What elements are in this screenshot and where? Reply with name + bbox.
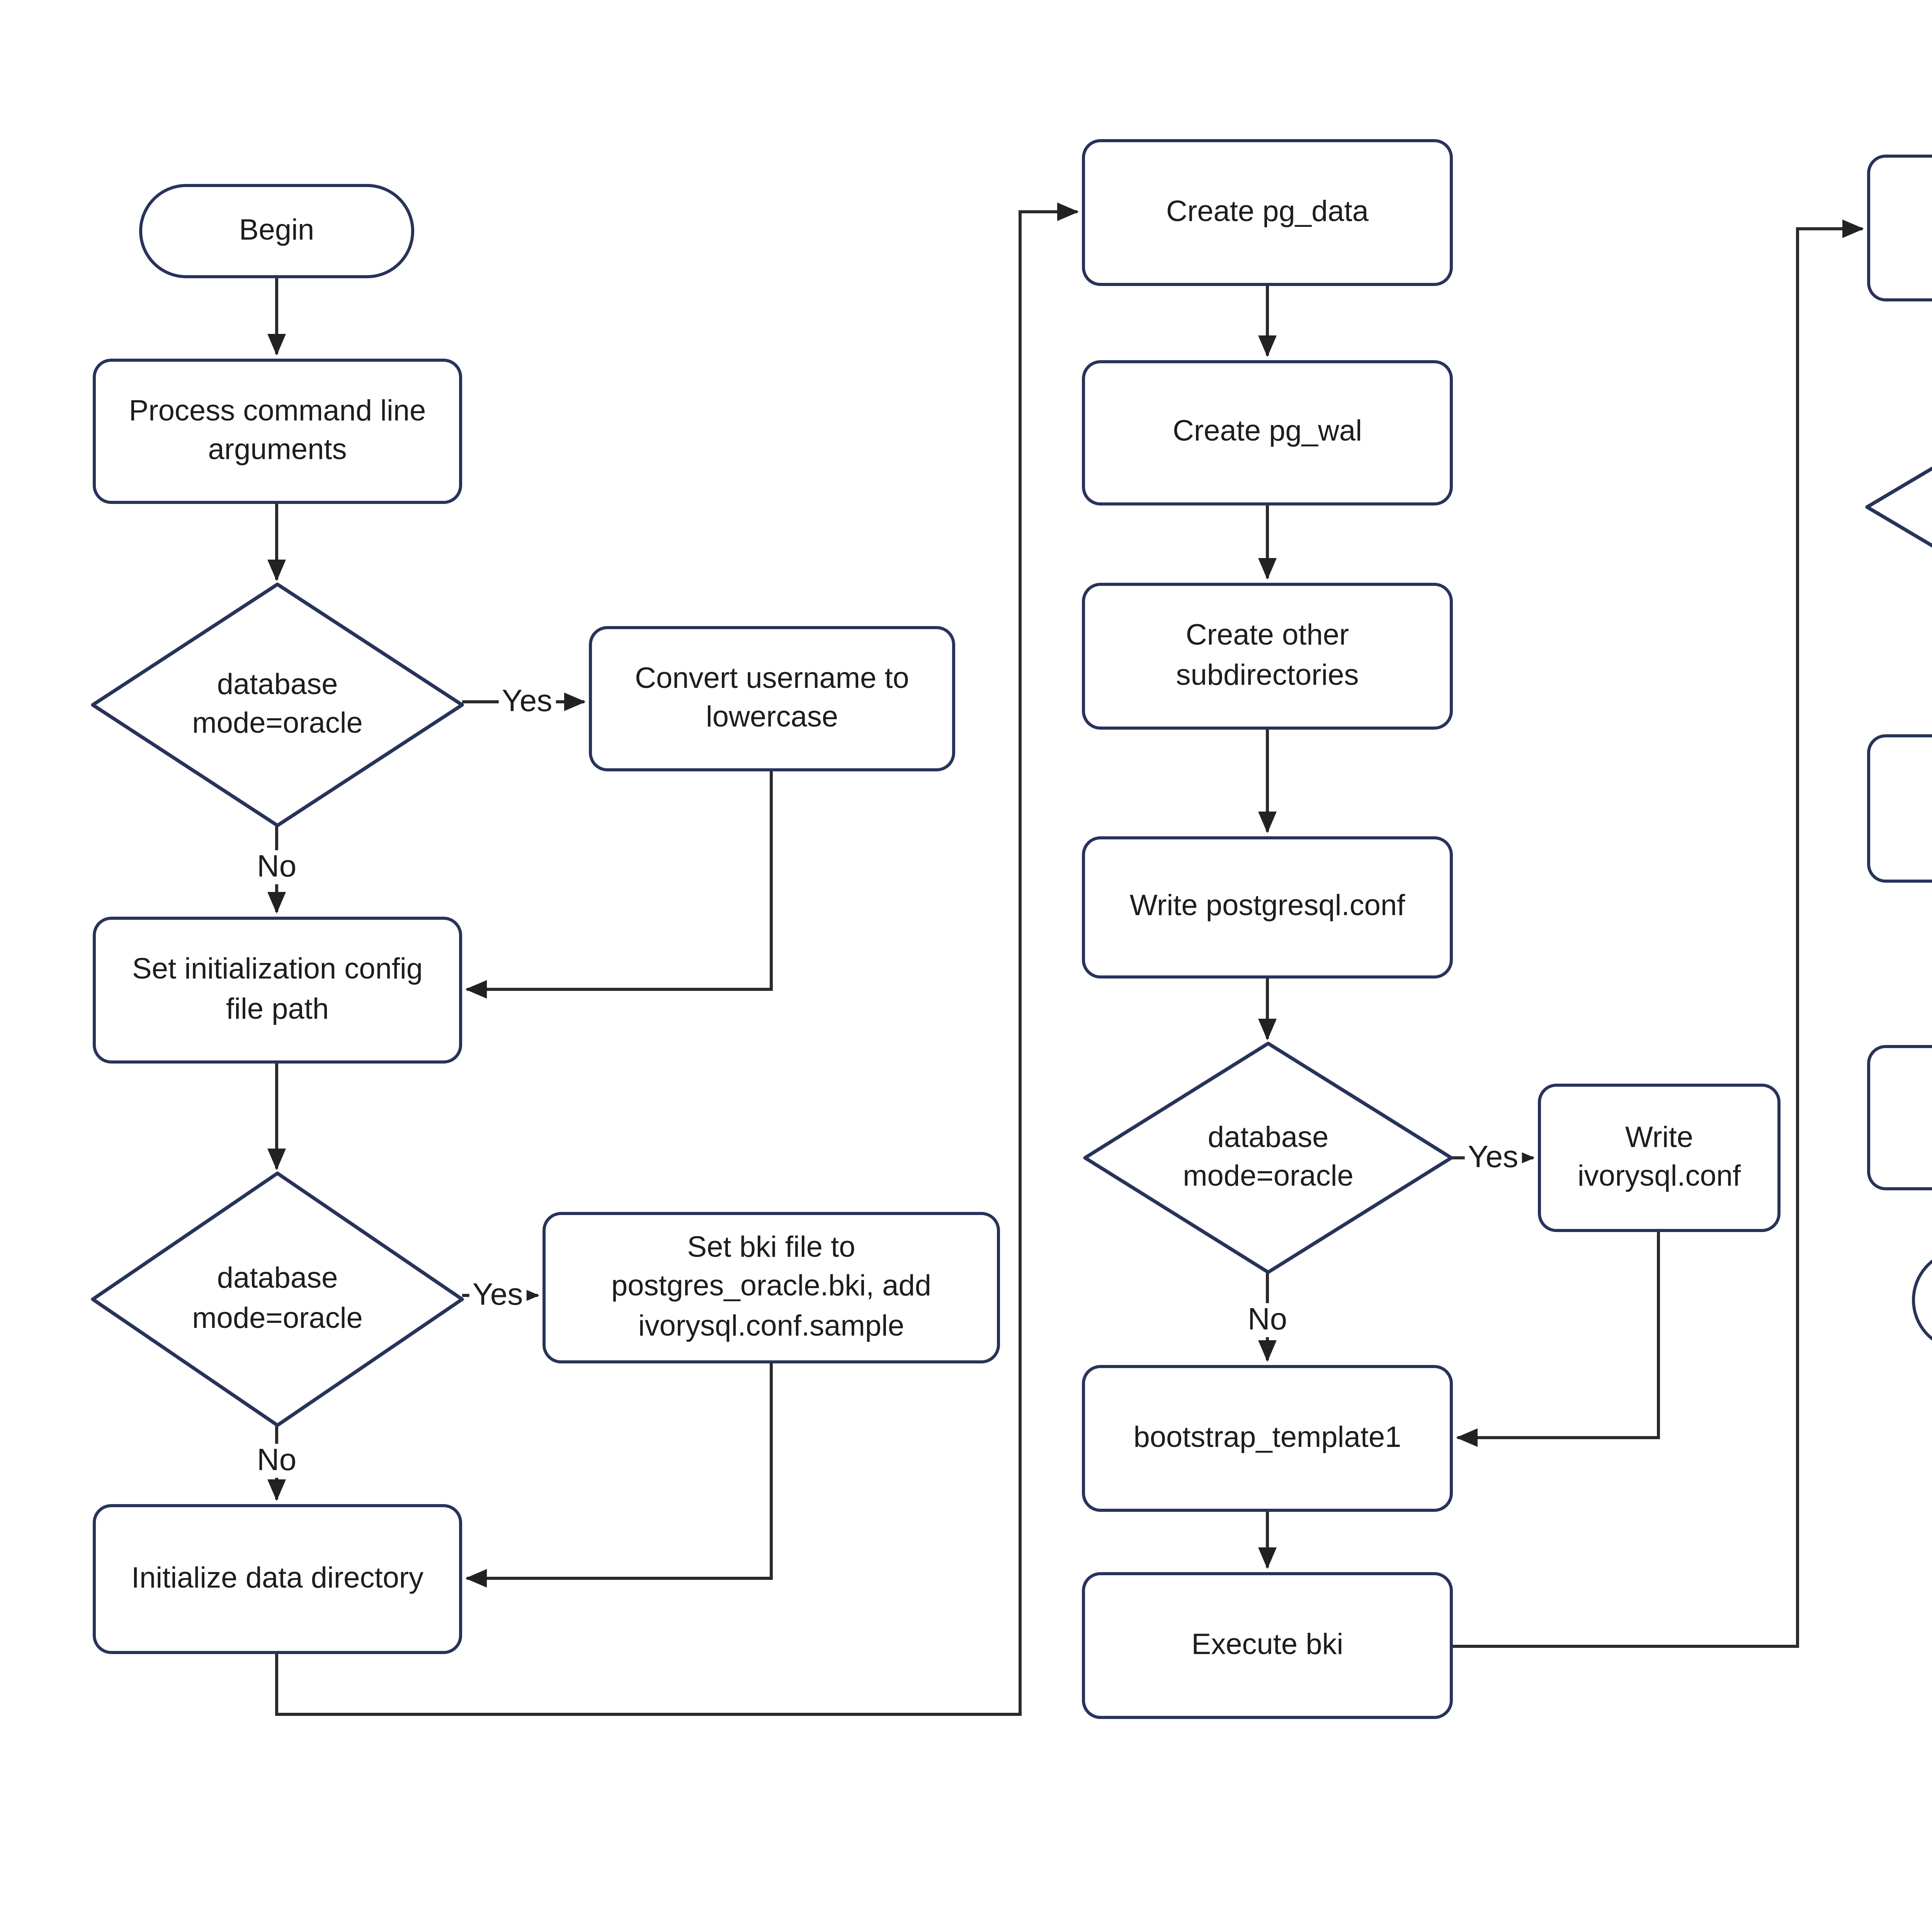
edge-wivory-to-bootstrap	[1456, 1232, 1660, 1447]
node-shape-decision-mode-1	[91, 582, 464, 827]
node-shape-decision-mode-2	[91, 1171, 464, 1427]
node-write-ivorysql	[1538, 1084, 1781, 1232]
edge-convert-to-setinit	[465, 771, 773, 999]
node-create-pg-wal	[1082, 360, 1453, 505]
node-init-data-dir	[93, 1504, 462, 1654]
decision-shapes-group	[91, 466, 1932, 1427]
node-execute-bki	[1082, 1572, 1453, 1719]
node-create-subdirs	[1082, 583, 1453, 730]
node-shape-decision-mode-3	[1083, 1042, 1453, 1274]
node-convert-username	[589, 626, 955, 771]
node-print-completion	[1867, 1045, 1932, 1190]
edge-setbki-to-initdd	[465, 1363, 773, 1588]
node-begin	[139, 184, 414, 278]
node-write-pg-conf	[1082, 836, 1453, 979]
node-init-db-objects	[1867, 155, 1932, 301]
edge-exec-to-initdb	[1453, 220, 1864, 1648]
node-process-args	[93, 359, 462, 504]
edges-group	[267, 203, 1864, 1716]
node-create-pg-data	[1082, 139, 1453, 286]
node-set-bki-file	[543, 1212, 1000, 1363]
edge-initdd-to-pgdata	[275, 203, 1079, 1716]
node-shape-decision-mode-4	[1865, 466, 1932, 548]
node-set-init-config	[93, 917, 462, 1064]
node-load-template0	[1867, 734, 1932, 883]
node-bootstrap-tmpl1	[1082, 1365, 1453, 1512]
